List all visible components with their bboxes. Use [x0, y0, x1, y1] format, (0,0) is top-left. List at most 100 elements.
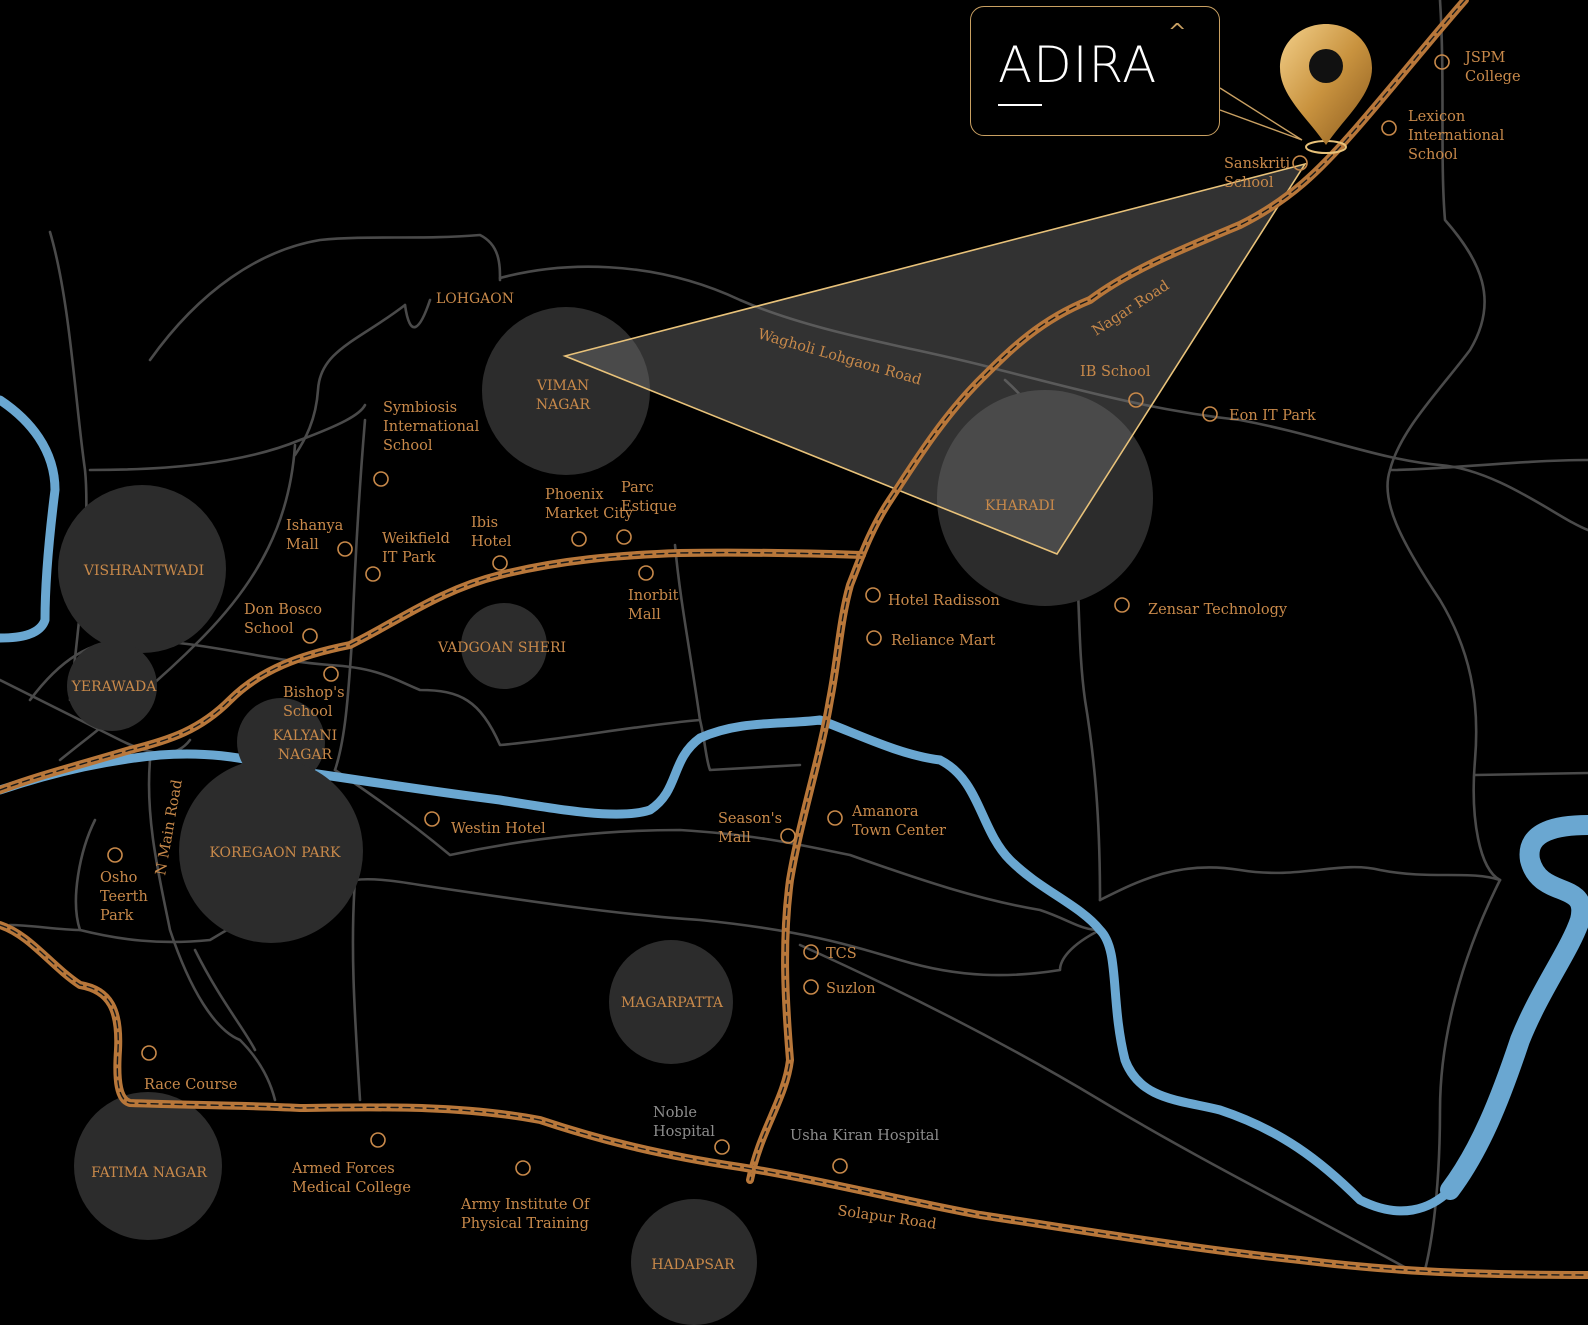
label-koregaon-park: KOREGAON PARK [209, 845, 341, 861]
poi-label-line: Usha Kiran Hospital [790, 1128, 939, 1144]
label-fatima-nagar: FATIMA NAGAR [91, 1165, 207, 1181]
label-vadgoan-sheri: VADGOAN SHERI [437, 640, 566, 656]
poi-label-line: JSPM [1463, 50, 1506, 66]
poi-label-line: Reliance Mart [891, 633, 995, 649]
highways [0, 0, 1588, 1279]
poi-label-line: TCS [826, 946, 857, 962]
area-kharadi [937, 390, 1153, 606]
poi-label-line: Armed Forces [291, 1161, 395, 1177]
label-reliance-mart: Reliance Mart [891, 633, 995, 649]
label-yerawada: YERAWADA [71, 679, 158, 695]
poi-label-line: Hospital [653, 1124, 715, 1140]
poi-label-line: Sanskriti [1224, 156, 1291, 172]
label-suzlon: Suzlon [826, 981, 876, 997]
poi-label-line: College [1465, 69, 1521, 85]
label-zensar: Zensar Technology [1148, 602, 1288, 618]
poi-label-line: Suzlon [826, 981, 876, 997]
brand-callout [970, 6, 1220, 136]
area-koregaon-park [179, 759, 363, 943]
poi-label-line: Physical Training [461, 1216, 589, 1232]
label-westin-hotel: Westin Hotel [451, 821, 546, 837]
poi-label-line: Lexicon [1408, 109, 1465, 125]
poi-label-line: Inorbit [628, 588, 679, 604]
label-magarpatta: MAGARPATTA [621, 995, 724, 1011]
area-vadgoan-sheri [461, 603, 547, 689]
poi-label-line: Season's [718, 811, 782, 827]
label-race-course: Race Course [144, 1077, 237, 1093]
poi-label-line: Park [100, 908, 134, 924]
poi-label-line: School [1408, 147, 1458, 163]
poi-label-line: Westin Hotel [451, 821, 546, 837]
poi-label-line: International [1408, 128, 1505, 144]
label-solapur-road: Solapur Road [836, 1203, 937, 1233]
poi-label-line: International [383, 419, 480, 435]
poi-label-line: Hotel Radisson [888, 593, 1000, 609]
area-fatima-nagar [74, 1092, 222, 1240]
label-eon-it-park: Eon IT Park [1229, 408, 1316, 424]
brand-logo-underline [998, 104, 1042, 106]
callout-pointer [1219, 87, 1303, 141]
poi-markers [107, 54, 1450, 1176]
poi-label-line: Ibis [471, 515, 498, 531]
poi-label-line: Bishop's [283, 685, 345, 701]
poi-label-line: School [283, 704, 333, 720]
area-vishrantwadi [58, 485, 226, 653]
area-viman-nagar [482, 307, 650, 475]
poi-label-line: Symbiosis [383, 400, 457, 416]
poi-label-line: School [244, 621, 294, 637]
label-usha-kiran: Usha Kiran Hospital [790, 1128, 939, 1144]
brand-logo: ADIRA [998, 36, 1158, 94]
poi-label-line: Don Bosco [244, 602, 322, 618]
label-tcs: TCS [826, 946, 857, 962]
poi-label-line: Osho [100, 870, 137, 886]
area-yerawada [67, 641, 157, 731]
brand-logo-caret: ^ [1168, 20, 1187, 45]
poi-label-line: Ishanya [286, 518, 344, 534]
poi-label-line: Teerth [100, 889, 148, 905]
poi-label-line: Weikfield [382, 531, 450, 547]
label-army-institute: Army Institute Of Physical Training [460, 1197, 591, 1232]
poi-label-line: Mall [718, 830, 751, 846]
poi-label-line: School [383, 438, 433, 454]
area-hadapsar [631, 1199, 757, 1325]
poi-label-line: Race Course [144, 1077, 237, 1093]
minor-roads [0, 0, 1588, 1272]
poi-label-line: Noble [653, 1105, 697, 1121]
poi-label-line: Mall [628, 607, 661, 623]
poi-label-line: Market City [545, 506, 634, 522]
poi-label-line: Amanora [851, 804, 919, 820]
poi-label-line: School [1224, 175, 1274, 191]
poi-label-line: Parc [621, 480, 654, 496]
label-kharadi: KHARADI [985, 498, 1055, 514]
label-vishrantwadi: VISHRANTWADI [83, 563, 204, 579]
poi-label-line: Eon IT Park [1229, 408, 1316, 424]
poi-label-line: Zensar Technology [1148, 602, 1288, 618]
poi-label-line: Phoenix [545, 487, 604, 503]
poi-label-line: Army Institute Of [460, 1197, 591, 1213]
label-hotel-radisson: Hotel Radisson [888, 593, 1000, 609]
poi-label-line: Hotel [471, 534, 512, 550]
poi-label-line: Town Center [852, 823, 946, 839]
area-magarpatta [609, 940, 733, 1064]
connectivity-triangle [562, 162, 1307, 555]
location-pin-icon [1280, 24, 1372, 154]
poi-label-line: Mall [286, 537, 319, 553]
